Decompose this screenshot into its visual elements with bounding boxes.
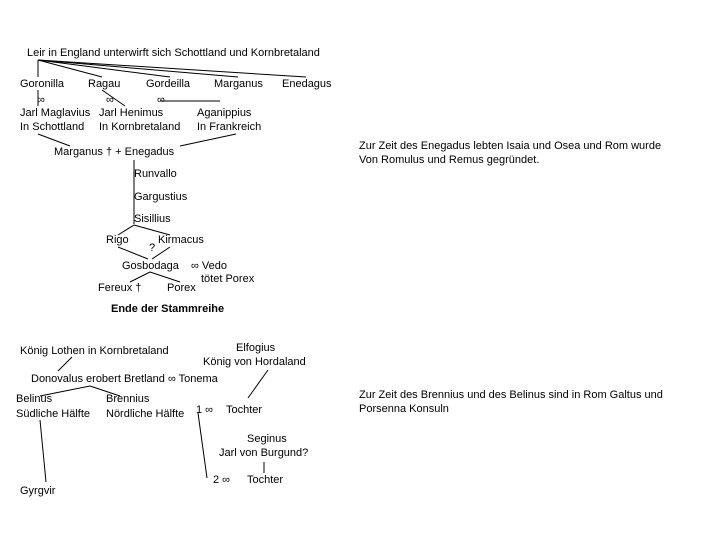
donovalus: Donovalus erobert Bretland ∞ Tonema [31, 373, 218, 385]
marriage-1: 1 ∞ [196, 404, 214, 416]
gargustius: Gargustius [134, 191, 188, 203]
fereux: Fereux † [98, 282, 142, 294]
line-root-ragau [37, 59, 103, 78]
line-to-rigo [117, 224, 135, 236]
sisillius: Sisillius [134, 213, 171, 225]
rigo: Rigo [106, 234, 129, 246]
line-rigo-gosbodaga [117, 246, 149, 260]
vedo: ∞ Vedo [191, 260, 227, 272]
marganus-enegadus: Marganus † + Enegadus [54, 146, 175, 158]
line-ragau-marriage [101, 89, 126, 107]
seginus: Seginus [247, 433, 287, 445]
tochter-1: Tochter [226, 404, 263, 416]
spouse-henimus-place: In Kornbretaland [99, 121, 181, 133]
marriage-2: 2 ∞ [213, 474, 231, 486]
line-root-gordeilla [37, 59, 171, 78]
line-kirmacus-gosbodaga [151, 246, 171, 260]
kirmacus: Kirmacus [158, 234, 204, 246]
tochter-2: Tochter [247, 474, 284, 486]
brennius: Brennius [106, 393, 150, 405]
elfogius-title: König von Hordaland [203, 356, 306, 368]
marriage-symbol-2: ∞ [106, 94, 114, 106]
seginus-title: Jarl von Burgund? [219, 447, 309, 459]
lothen: König Lothen in Kornbretaland [20, 345, 169, 357]
spouse-maglavius: Jarl Maglavius [20, 107, 91, 119]
brennius-place: Nördliche Hälfte [106, 408, 185, 420]
line-to-marganus-enegadus-left [37, 133, 71, 147]
note-2-line-2: Porsenna Konsuln [359, 403, 449, 415]
gosbodaga: Gosbodaga [122, 260, 179, 272]
spouse-maglavius-place: In Schottland [20, 121, 85, 133]
child-goronilla: Goronilla [20, 78, 65, 90]
runvallo: Runvallo [134, 168, 177, 180]
marriage-symbol-1: ∞ [37, 94, 45, 106]
child-ragau: Ragau [88, 78, 121, 90]
line-to-kirmacus [133, 224, 171, 236]
spouse-aganippius-place: In Frankreich [197, 121, 262, 133]
spouse-aganippius: Aganippius [197, 107, 252, 119]
line-to-porex [149, 271, 181, 283]
line-donovalus-belinus [39, 385, 91, 397]
line-belinus-gyrgvir [39, 419, 47, 483]
line-root-enedagus [37, 59, 307, 78]
elfogius: Elfogius [236, 342, 276, 354]
line-to-fereux [129, 271, 151, 283]
marriage-symbol-3: ∞ [157, 94, 165, 106]
line-lothen-donovalus [57, 356, 73, 372]
spouse-henimus: Jarl Henimus [99, 107, 164, 119]
line-donovalus-brennius [89, 385, 121, 397]
child-gordeilla: Gordeilla [146, 78, 191, 90]
belinus: Belinus [16, 393, 53, 405]
child-enedagus: Enedagus [282, 78, 332, 90]
line-elfogius-tochter [247, 369, 269, 399]
child-marganus: Marganus [214, 78, 263, 90]
root-leir: Leir in England unterwirft sich Schottla… [27, 47, 320, 59]
note-2-line-1: Zur Zeit des Brennius und des Belinus si… [359, 389, 663, 401]
belinus-place: Südliche Hälfte [16, 408, 90, 420]
note-1-line-2: Von Romulus und Remus gegründet. [359, 154, 540, 166]
question-mark: ? [149, 242, 156, 254]
line-brennius-marriage2 [197, 412, 208, 479]
gyrgvir: Gyrgvir [20, 485, 56, 497]
vedo-note: tötet Porex [201, 273, 255, 285]
line-root-marganus [37, 59, 239, 78]
note-1-line-1: Zur Zeit des Enegadus lebten Isaia und O… [359, 140, 662, 152]
line-to-marganus-enegadus-right [179, 133, 237, 147]
porex: Porex [167, 282, 196, 294]
end-of-lineage: Ende der Stammreihe [111, 303, 225, 315]
